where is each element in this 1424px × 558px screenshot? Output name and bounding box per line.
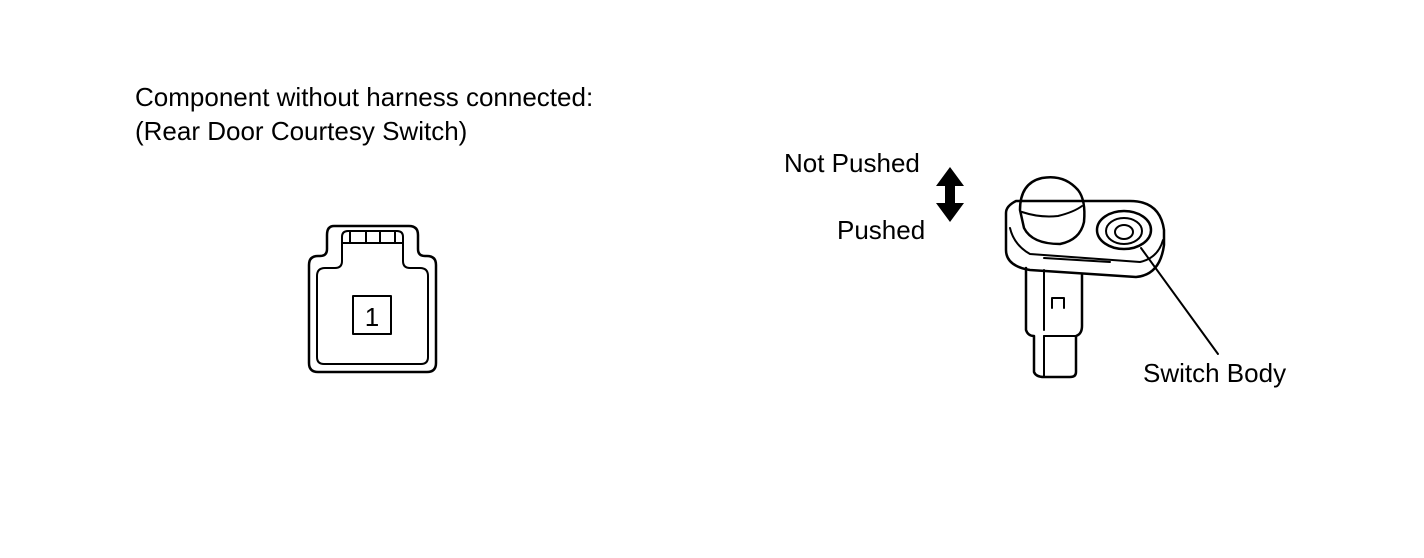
screw-hole-middle	[1105, 217, 1143, 245]
caption-subtitle: (Rear Door Courtesy Switch)	[135, 116, 468, 146]
pin-1-box	[352, 295, 392, 335]
switch-plate-groove	[1043, 257, 1111, 263]
switch-plunger-cap-line	[1021, 205, 1083, 218]
screw-hole-outer	[1095, 209, 1153, 251]
switch-plate-top-edge	[1009, 227, 1164, 263]
pin-1-label: 1	[365, 302, 379, 332]
switch-mounting-plate	[1004, 199, 1166, 279]
switch-stem	[1024, 266, 1084, 379]
pushed-label: Pushed	[837, 215, 926, 245]
switch-body-label: Switch Body	[1143, 358, 1287, 388]
connector-outer-outline	[307, 224, 438, 374]
connector-inner-outline	[316, 230, 429, 365]
switch-plunger	[1018, 176, 1086, 246]
not-pushed-label: Not Pushed	[784, 148, 920, 178]
screw-hole-inner	[1114, 224, 1134, 240]
courtesy-switch-icon	[1004, 176, 1219, 379]
connector-front-view-icon	[307, 224, 438, 374]
double-arrow-vertical-icon	[936, 167, 964, 222]
switch-stem-terminal	[1051, 297, 1065, 309]
caption-title: Component without harness connected:	[135, 82, 594, 112]
switch-body-leader-line	[1140, 247, 1219, 355]
